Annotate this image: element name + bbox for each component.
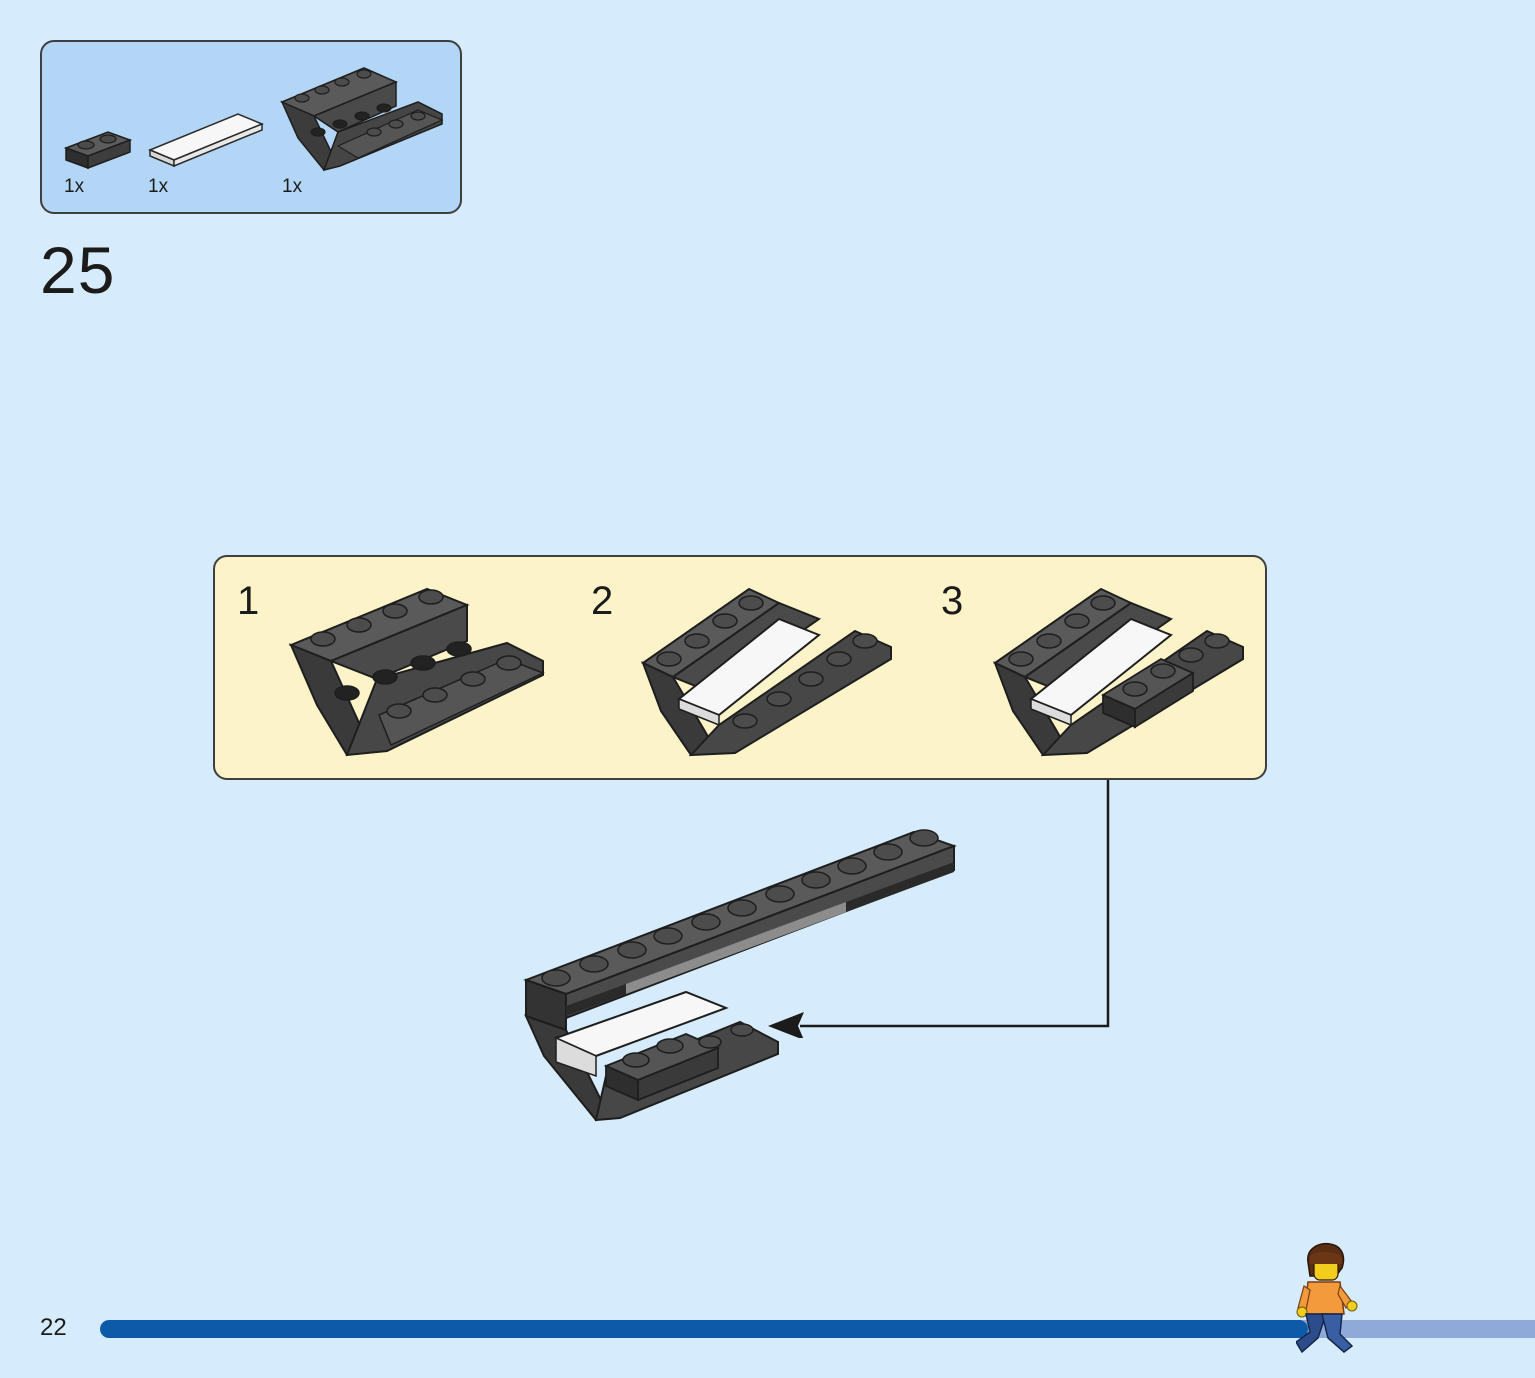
part-plate-icon [64,131,133,170]
sub-step-number: 1 [237,579,260,623]
main-build-illustration [523,829,957,1122]
sub-step-number: 2 [591,579,614,623]
page-number: 22 [40,1314,67,1341]
step-number: 25 [40,233,116,307]
minifigure-progress-icon [1296,1242,1358,1354]
sub-step-2-build-illustration [641,587,892,757]
sub-assembly-attach-arrow [768,780,1110,1038]
build-progress-fill [100,1320,1309,1338]
part-quantity: 1x [148,176,169,197]
parts-callout: 1x 1x 1x [40,40,462,214]
part-slope-icon [280,67,444,172]
part-quantity: 1x [282,176,303,197]
part-tile-icon [148,113,264,168]
sub-step-1-build-illustration [288,587,545,757]
part-quantity: 1x [64,176,85,197]
sub-step-3-build-illustration [993,587,1244,757]
sub-assembly-panel: 1 2 [213,555,1267,780]
sub-step-number: 3 [941,579,964,623]
build-progress-bar [100,1320,1535,1338]
